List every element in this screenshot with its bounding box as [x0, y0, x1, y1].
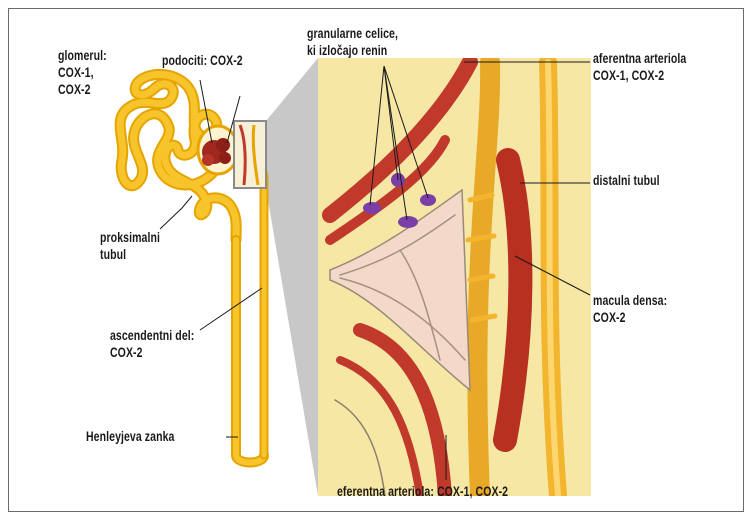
label-glomerul: glomerul: COX-1, COX-2 — [58, 47, 107, 98]
zoom-fan — [266, 58, 318, 496]
label-granularne-celice: granularne celice, ki izločajo renin — [307, 25, 398, 59]
label-henleyjeva-zanka: Henleyjeva zanka — [86, 428, 174, 445]
label-proksimalni-tubul: proksimalni tubul — [100, 229, 160, 263]
renin-cell — [420, 194, 436, 206]
renin-cell — [363, 202, 381, 214]
label-aferentna-arteriola: aferentna arteriola COX-1, COX-2 — [593, 50, 686, 84]
label-ascendentni-del: ascendentni del: COX-2 — [110, 327, 194, 361]
inset-juxtaglomerular — [318, 58, 591, 496]
zoom-box — [234, 121, 266, 188]
label-podociti: podociti: COX-2 — [162, 52, 243, 69]
label-eferentna-arteriola: eferentna arteriola: COX-1, COX-2 — [337, 483, 508, 500]
label-distalni-tubul: distalni tubul — [593, 172, 660, 189]
label-macula-densa: macula densa: COX-2 — [593, 292, 667, 326]
renin-cell — [398, 216, 418, 228]
